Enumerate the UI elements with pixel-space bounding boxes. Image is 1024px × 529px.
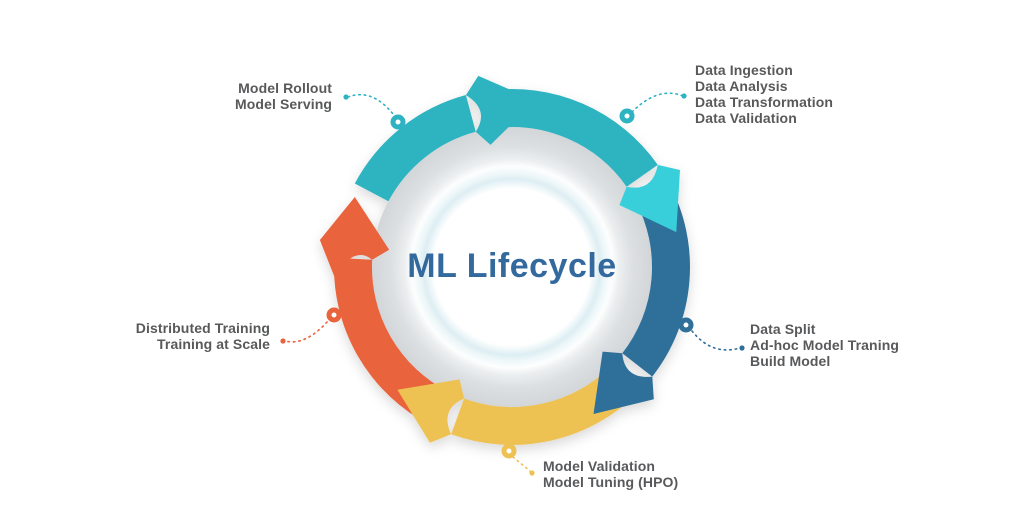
connector-dot-training xyxy=(280,338,286,344)
arc-bodies xyxy=(333,89,690,445)
connector-dots xyxy=(280,93,745,476)
connectors xyxy=(284,92,741,472)
label-line: Model Rollout xyxy=(238,80,332,96)
label-model-build: Data Split Ad-hoc Model Traning Build Mo… xyxy=(750,321,899,369)
connector-model-serving xyxy=(347,93,394,115)
label-line: Build Model xyxy=(750,353,831,369)
page-title: ML Lifecycle xyxy=(407,247,616,285)
connector-model-build xyxy=(691,330,741,351)
inner-bezel xyxy=(372,127,652,407)
arrowhead-bottom-left-icon xyxy=(397,379,465,443)
arrow-heads xyxy=(319,75,680,443)
label-line: Data Analysis xyxy=(695,78,788,94)
node-training xyxy=(326,307,342,323)
label-line: Data Transformation xyxy=(695,94,834,110)
connector-dot-data-steps xyxy=(681,93,687,99)
arrowhead-left-icon xyxy=(319,197,390,277)
label-line: Data Ingestion xyxy=(695,62,793,78)
ring-nodes xyxy=(326,108,694,459)
node-model-tuning xyxy=(501,443,517,459)
label-line: Data Split xyxy=(750,321,816,337)
node-model-build xyxy=(678,317,694,333)
arrowhead-top-icon xyxy=(465,75,536,145)
label-line: Ad-hoc Model Traning xyxy=(750,337,899,353)
label-model-serving: Model Rollout Model Serving xyxy=(235,80,332,112)
connector-dot-model-build xyxy=(739,345,745,351)
label-training: Distributed Training Training at Scale xyxy=(136,320,270,352)
label-data-steps: Data Ingestion Data Analysis Data Transf… xyxy=(695,62,833,126)
connector-model-tuning xyxy=(512,456,531,472)
label-line: Model Validation xyxy=(543,458,656,474)
node-data-steps xyxy=(619,108,635,124)
arc-model-serving xyxy=(354,95,477,202)
label-line: Training at Scale xyxy=(157,336,270,352)
arrowhead-right-icon xyxy=(619,164,680,233)
label-line: Model Tuning (HPO) xyxy=(543,474,679,490)
ring-group xyxy=(319,75,690,445)
label-line: Data Validation xyxy=(695,110,797,126)
connector-dot-model-tuning xyxy=(529,470,535,476)
arrowhead-bottom-right-icon xyxy=(593,351,654,414)
label-line: Distributed Training xyxy=(135,320,270,336)
connector-training xyxy=(284,321,328,343)
node-model-serving xyxy=(390,114,406,130)
label-model-tuning: Model Validation Model Tuning (HPO) xyxy=(543,458,678,490)
connector-dot-model-serving xyxy=(343,94,349,100)
connector-data-steps xyxy=(631,92,684,113)
label-line: Model Serving xyxy=(235,96,332,112)
